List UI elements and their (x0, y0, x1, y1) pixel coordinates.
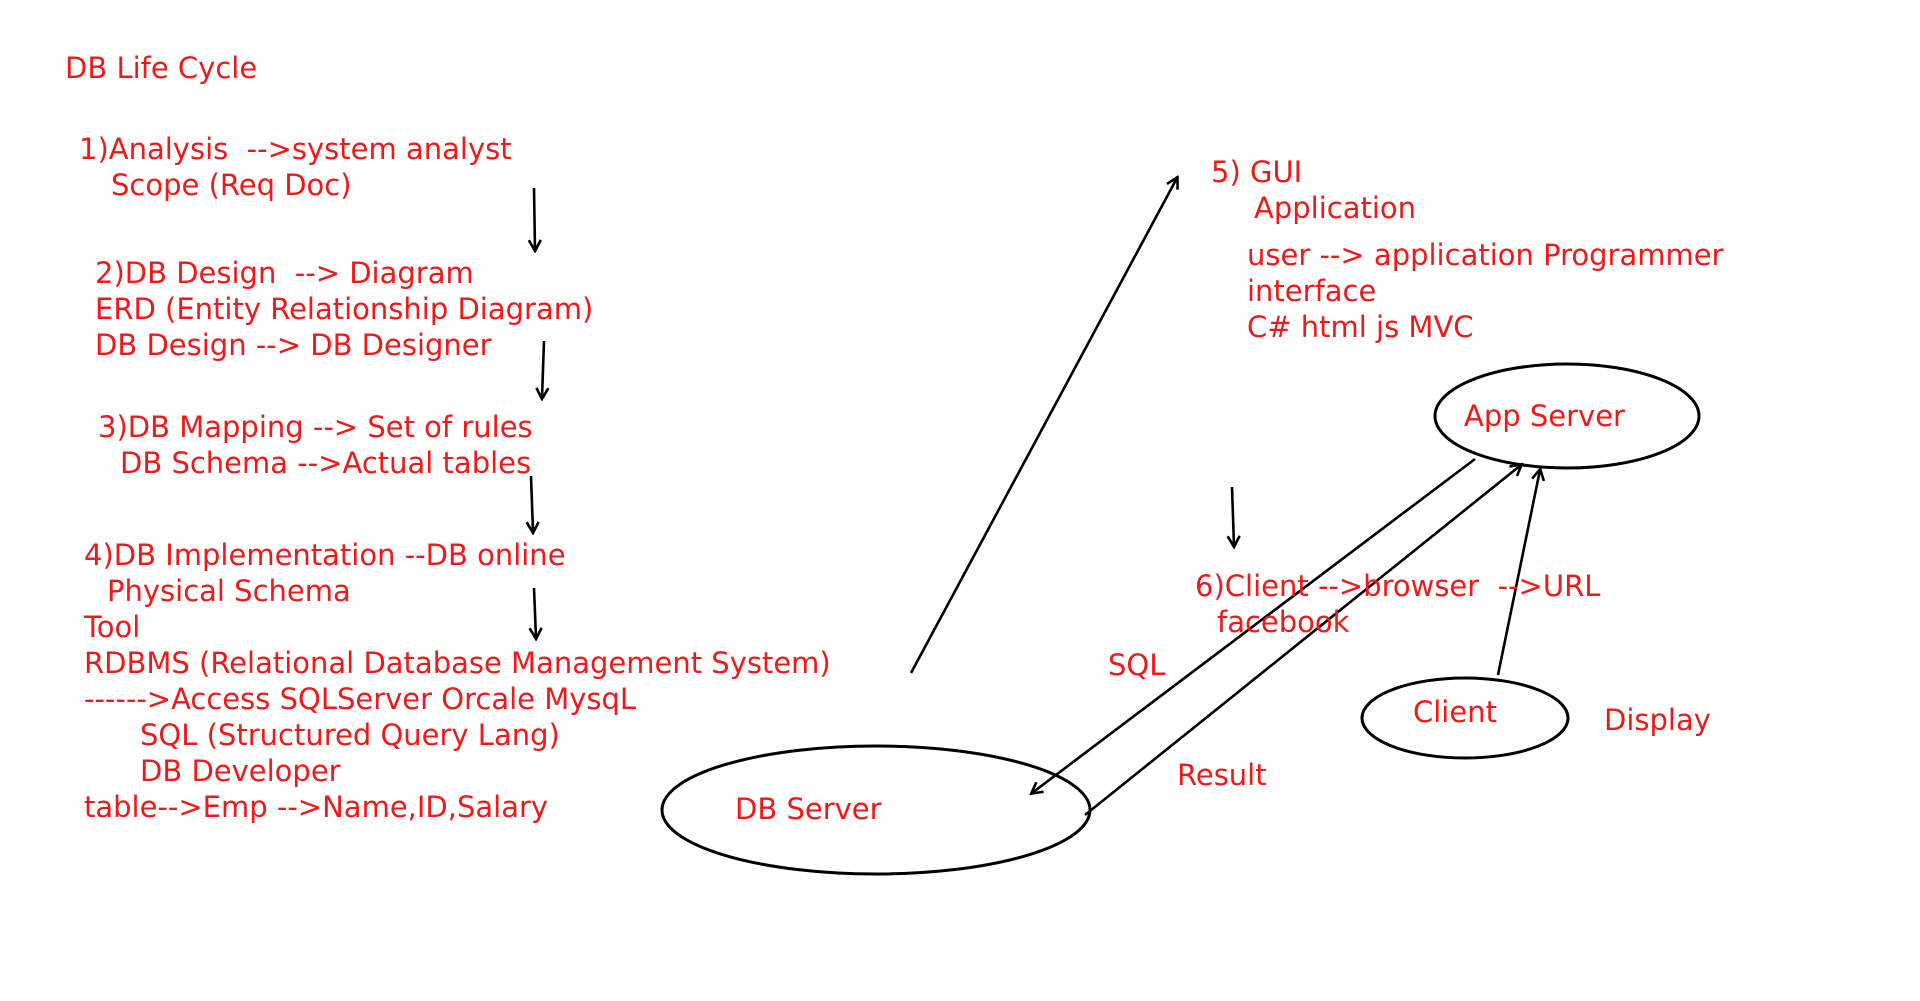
step-gui-line-5: C# html js MVC (1247, 310, 1474, 344)
step-implementation-line-8: table-->Emp -->Name,ID,Salary (84, 790, 549, 824)
result-arrow (1084, 465, 1521, 817)
step-analysis-line-1: 1)Analysis -->system analyst (79, 132, 512, 166)
step-gui-line-4: interface (1247, 274, 1377, 308)
flow-arrow-design-to-mapping (542, 340, 544, 398)
step-mapping-line-1: 3)DB Mapping --> Set of rules (98, 410, 533, 444)
flow-arrow-mapping-to-implementation (531, 475, 533, 532)
sql-arrow (1032, 457, 1476, 793)
step-gui-line-2: Application (1254, 191, 1417, 225)
step-client-line-1: 6)Client -->browser -->URL (1195, 569, 1601, 603)
step-design-line-3: DB Design --> DB Designer (95, 328, 492, 362)
app-server-label: App Server (1464, 399, 1625, 433)
step-gui-line-3: user --> application Programmer (1247, 238, 1724, 272)
display-arrow (1496, 470, 1540, 676)
flow-arrow-implementation-to-gui (909, 178, 1177, 674)
step-design-line-1: 2)DB Design --> Diagram (95, 256, 474, 290)
flow-arrow-analysis-to-design (534, 187, 535, 250)
step-implementation-line-3: Tool (84, 610, 141, 644)
db-server-label: DB Server (735, 792, 882, 826)
step-implementation-line-1: 4)DB Implementation --DB online (84, 538, 566, 572)
step-gui-line-1: 5) GUI (1211, 155, 1303, 189)
step-mapping-line-2: DB Schema -->Actual tables (120, 446, 532, 480)
display-edge-label: Display (1604, 703, 1711, 737)
step-implementation-line-5: ------>Access SQLServer Orcale MysqL (84, 682, 637, 716)
step-implementation-line-7: DB Developer (140, 754, 341, 788)
step-client-line-2: facebook (1217, 605, 1350, 639)
client-node (1360, 676, 1570, 760)
step-analysis-line-2: Scope (Req Doc) (111, 168, 352, 202)
step-implementation-line-4: RDBMS (Relational Database Management Sy… (84, 646, 831, 680)
flow-arrow-implementation-down (534, 587, 536, 638)
step-implementation-line-6: SQL (Structured Query Lang) (140, 718, 560, 752)
app-server-node (1433, 362, 1701, 470)
flow-arrow-gui-to-client (1232, 486, 1234, 546)
sql-edge-label: SQL (1108, 648, 1166, 682)
client-label: Client (1413, 695, 1497, 729)
step-implementation-line-2: Physical Schema (107, 574, 351, 608)
result-edge-label: Result (1177, 758, 1267, 792)
diagram-title: DB Life Cycle (65, 51, 258, 85)
step-design-line-2: ERD (Entity Relationship Diagram) (95, 292, 594, 326)
